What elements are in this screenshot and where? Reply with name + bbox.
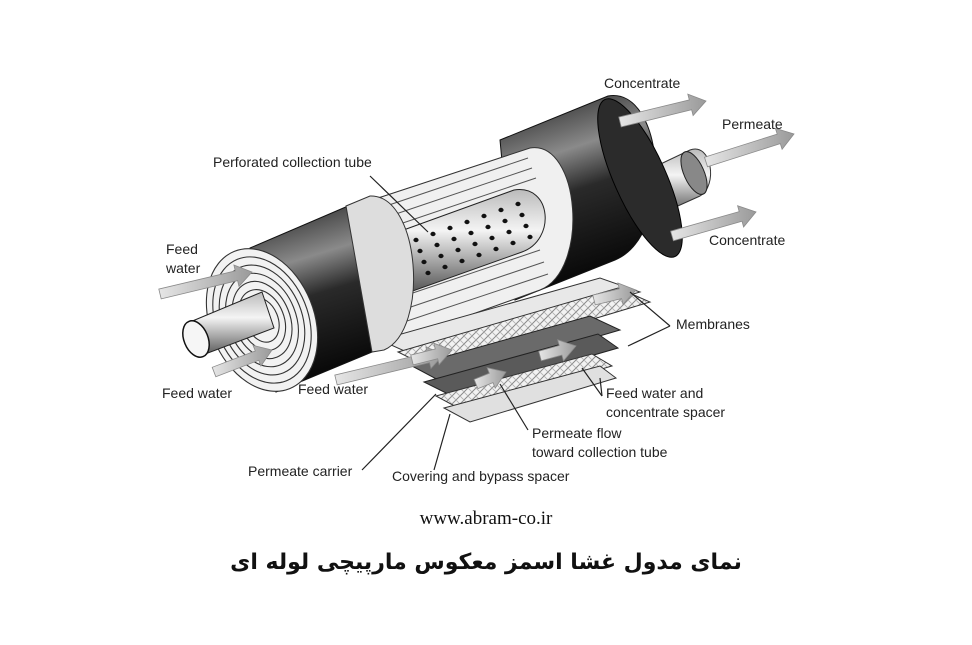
perforation-hole [430, 231, 436, 237]
perforation-hole [447, 225, 453, 231]
leader-permeate-flow [499, 383, 529, 431]
label-membranes: Membranes [676, 316, 750, 332]
label-feed-water-left-line2: water [166, 260, 201, 276]
perforation-hole [485, 224, 491, 230]
flow-arrow [703, 127, 795, 168]
perforation-hole [515, 201, 521, 207]
perforation-hole [451, 236, 457, 242]
leader-lines [361, 175, 671, 471]
perforation-hole [425, 270, 431, 276]
perforation-hole [519, 212, 525, 218]
label-permeate: Permeate [722, 116, 783, 132]
label-covering-bypass-spacer: Covering and bypass spacer [392, 468, 570, 484]
perforation-hole [498, 207, 504, 213]
leader-feed-spacer-2 [599, 377, 603, 397]
perforation-hole [489, 235, 495, 241]
perforation-hole [506, 229, 512, 235]
perforation-hole [472, 241, 478, 247]
perforation-hole [455, 247, 461, 253]
flow-arrow [211, 344, 273, 378]
left-inlet-pipe [182, 291, 275, 358]
leader-membranes-2 [627, 325, 671, 347]
perforation-hole [523, 223, 529, 229]
flow-arrow [592, 282, 637, 306]
label-perforated-collection-tube: Perforated collection tube [213, 154, 372, 170]
label-feed-water-center: Feed water [298, 381, 369, 397]
leader-feed-spacer-1 [581, 367, 603, 397]
leader-perforated-tube [369, 175, 429, 233]
perforation-hole [476, 252, 482, 258]
tube-perforations [413, 201, 533, 276]
label-feed-spacer-line1: Feed water and [606, 385, 704, 401]
leader-covering-spacer [433, 413, 451, 471]
label-feed-water-left-line1: Feed [166, 241, 198, 257]
perforation-hole [417, 248, 423, 254]
perforation-hole [468, 230, 474, 236]
label-concentrate-right: Concentrate [709, 232, 786, 248]
perforation-hole [438, 253, 444, 259]
perforation-hole [421, 259, 427, 265]
perforation-hole [493, 246, 499, 252]
label-permeate-flow-line1: Permeate flow [532, 425, 622, 441]
perforation-hole [413, 237, 419, 243]
flow-arrow [473, 367, 507, 390]
label-feed-spacer-line2: concentrate spacer [606, 404, 726, 420]
perforation-hole [464, 219, 470, 225]
flow-arrow [158, 264, 253, 300]
leader-membranes-1 [629, 291, 671, 327]
persian-caption: نمای مدول غشا اسمز معکوس مارپیچی لوله ای [230, 550, 742, 575]
perforation-hole [510, 240, 516, 246]
perforation-hole [442, 264, 448, 270]
flow-arrow [670, 205, 757, 242]
label-permeate-carrier: Permeate carrier [248, 463, 353, 479]
perforation-hole [481, 213, 487, 219]
leader-permeate-carrier [361, 393, 437, 471]
flow-arrow [538, 339, 577, 362]
flow-arrows [158, 93, 795, 390]
label-permeate-flow-line2: toward collection tube [532, 444, 668, 460]
website-url: www.abram-co.ir [419, 508, 553, 529]
label-feed-water-bottom-left: Feed water [162, 385, 233, 401]
perforation-hole [459, 258, 465, 264]
flow-arrow [618, 93, 707, 128]
flow-arrow [410, 342, 453, 366]
perforation-hole [434, 242, 440, 248]
perforated-collection-tube [397, 189, 546, 293]
perforation-hole [502, 218, 508, 224]
perforation-hole [527, 234, 533, 240]
label-concentrate-top: Concentrate [604, 75, 681, 91]
